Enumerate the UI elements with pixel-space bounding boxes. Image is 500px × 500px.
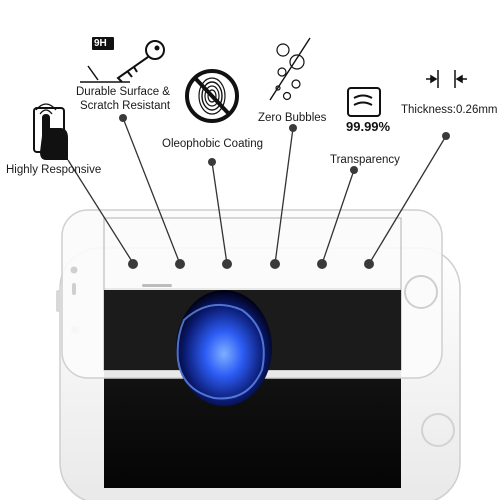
- dot-thickness: [364, 259, 374, 269]
- glass-protector: [61, 209, 443, 406]
- leader-oleophobic: [211, 161, 228, 265]
- touch-finger-icon: [33, 103, 68, 160]
- leader-thickness: [368, 135, 447, 265]
- leader-durable: [122, 117, 181, 265]
- bubbles-icon: [269, 37, 311, 101]
- key-scratch-icon: [80, 37, 165, 83]
- dot-transparency: [317, 259, 327, 269]
- glass-camera-hole: [70, 266, 78, 274]
- dot-top-durable: [119, 114, 127, 122]
- leader-responsive: [67, 159, 134, 264]
- screen-glow-edge: [176, 303, 265, 400]
- phone-home-button: [421, 413, 455, 447]
- label-oleophobic: Oleophobic Coating: [162, 138, 264, 150]
- leader-lines: [67, 117, 447, 265]
- leader-transparency: [321, 169, 355, 265]
- no-fingerprint-icon: [185, 69, 239, 123]
- dot-durable: [175, 259, 185, 269]
- leader-bubbles: [274, 127, 294, 265]
- phone-side-button: [56, 290, 60, 312]
- transparency-value: 99.99%: [346, 119, 391, 134]
- dot-top-oleophobic: [208, 158, 216, 166]
- screen-glow: [176, 290, 272, 406]
- thickness-arrows-icon: [426, 70, 467, 88]
- badge-9h: [92, 37, 114, 50]
- label-zero-bubbles: Zero Bubbles: [258, 112, 327, 124]
- dot-bubbles: [270, 259, 280, 269]
- badge-9h-text: 9H: [94, 38, 107, 49]
- dot-oleophobic: [222, 259, 232, 269]
- glass-earpiece: [142, 284, 172, 287]
- label-durable-line1: Durable Surface &: [76, 86, 170, 98]
- label-transparency: Transparency: [330, 154, 400, 166]
- label-highly-responsive: Highly Responsive: [6, 164, 102, 176]
- label-thickness: Thickness:0.26mm: [401, 104, 498, 116]
- transparency-icon: [347, 87, 381, 117]
- leader-dots-top: [119, 114, 450, 174]
- glass-speaker-slot: [72, 283, 76, 295]
- dot-top-transparency: [350, 166, 358, 174]
- glass-home-hole: [404, 275, 438, 309]
- leader-dots-bottom: [128, 259, 374, 269]
- dot-top-thickness: [442, 132, 450, 140]
- dot-top-bubbles: [289, 124, 297, 132]
- dot-responsive: [128, 259, 138, 269]
- label-durable-line2: Scratch Resistant: [80, 100, 171, 112]
